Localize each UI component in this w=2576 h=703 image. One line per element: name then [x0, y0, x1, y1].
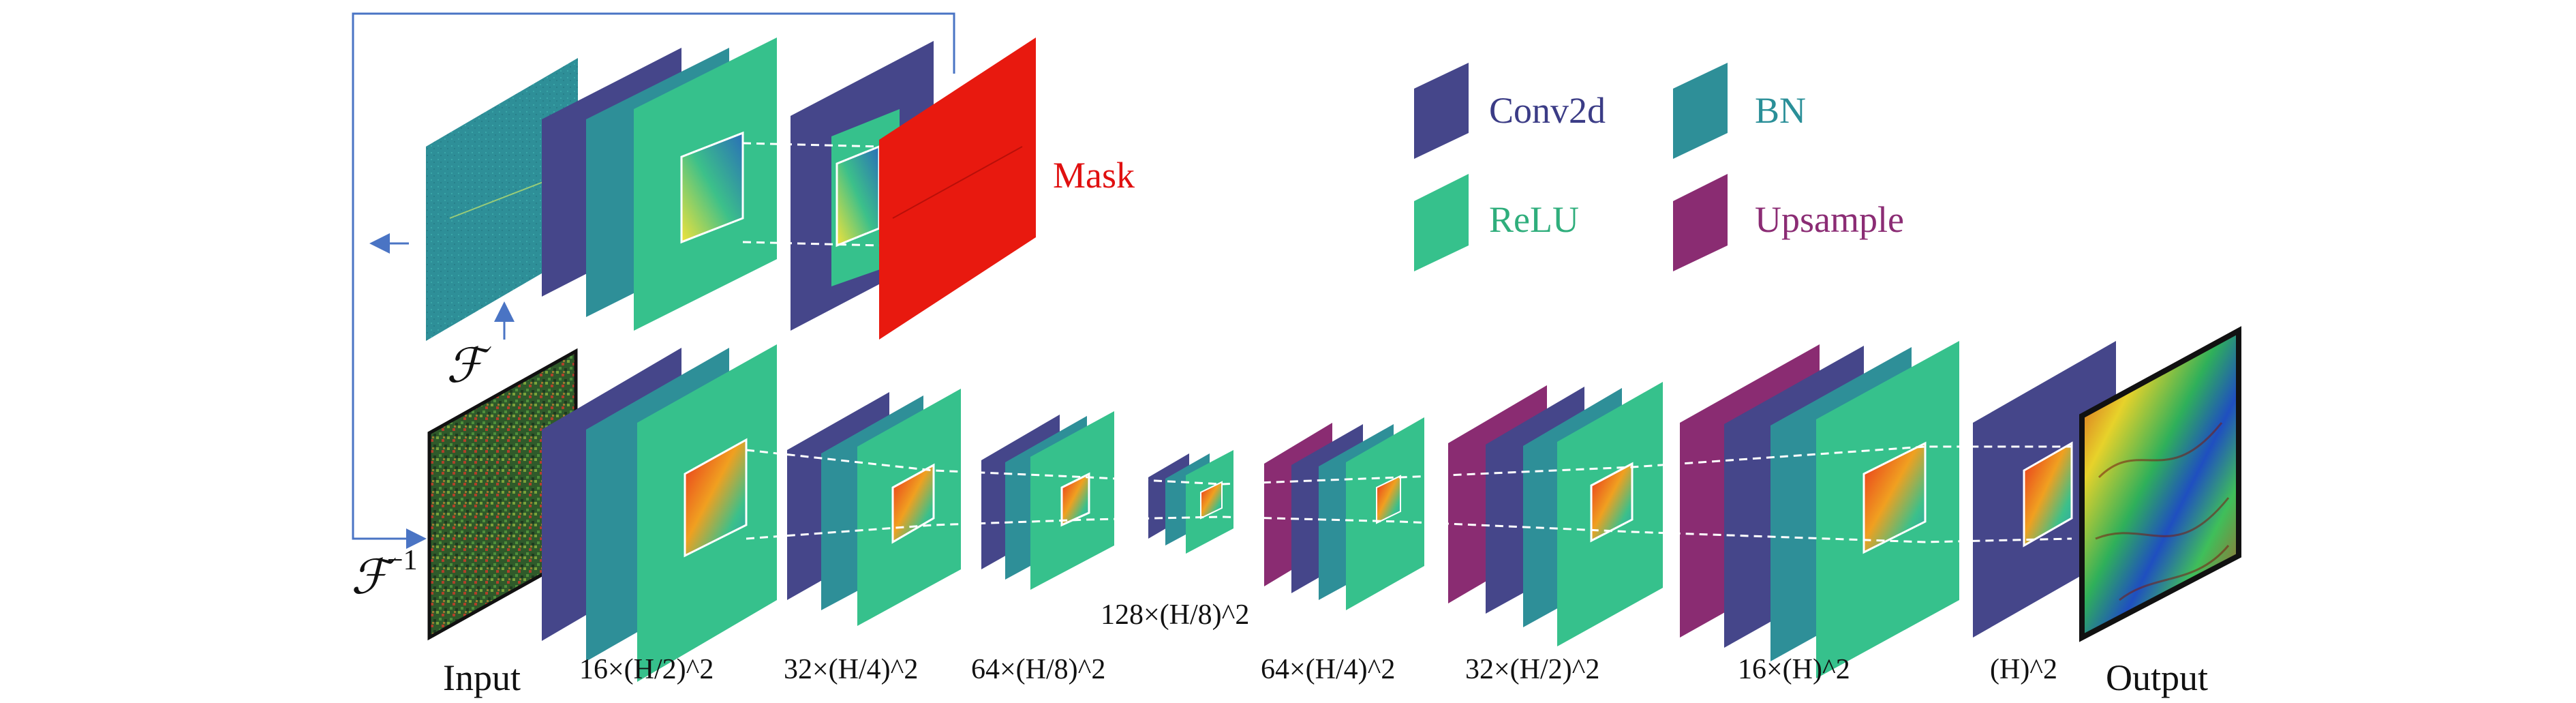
legend-relu-label: ReLU [1489, 199, 1579, 240]
inverse-fourier-label: ℱ −1 [351, 545, 418, 604]
feature-patch-8 [2023, 441, 2073, 548]
legend-upsample-swatch [1673, 174, 1728, 271]
legend-bn-swatch [1673, 63, 1728, 159]
top-branch [426, 38, 1036, 341]
legend-conv2d-label: Conv2d [1489, 90, 1606, 131]
feature-patch-4 [1200, 481, 1223, 520]
main-pipeline [427, 326, 2241, 682]
legend-relu-swatch [1414, 174, 1469, 271]
feature-patch-7 [1862, 441, 1927, 554]
fft-spectrum-panel [426, 58, 578, 341]
mask-panel [879, 38, 1036, 340]
svg-text:−1: −1 [387, 545, 418, 576]
dim-label-4: 128×(H/8)^2 [1101, 599, 1249, 631]
dim-label-7: 16×(H)^2 [1738, 654, 1850, 685]
feature-patch-6 [1590, 462, 1634, 543]
fourier-label: ℱ [446, 340, 491, 393]
dim-label-8: (H)^2 [1990, 654, 2057, 685]
feature-patch-5 [1376, 475, 1401, 524]
dim-label-6: 32×(H/2)^2 [1465, 654, 1599, 685]
input-label: Input [443, 657, 521, 698]
dim-label-1: 16×(H/2)^2 [579, 654, 714, 685]
output-image [2079, 326, 2241, 642]
dim-label-5: 64×(H/4)^2 [1261, 654, 1395, 685]
legend-conv2d-swatch [1414, 63, 1469, 159]
feature-patch-3 [1060, 472, 1090, 527]
dim-label-2: 32×(H/4)^2 [784, 654, 918, 685]
output-texture [2095, 422, 2230, 601]
feature-patch-1 [684, 438, 748, 558]
output-label: Output [2106, 657, 2208, 698]
legend: Conv2d BN ReLU Upsample [1414, 63, 1904, 271]
feature-patch-2 [891, 463, 935, 544]
legend-upsample-label: Upsample [1755, 199, 1904, 240]
dim-label-3: 64×(H/8)^2 [971, 654, 1105, 685]
pipeline-dashes [746, 445, 2072, 543]
mask-label: Mask [1053, 155, 1135, 196]
svg-text:ℱ: ℱ [351, 552, 396, 604]
top-feature-patch [680, 131, 744, 244]
legend-bn-label: BN [1755, 90, 1806, 131]
top-feature-patch-2 [835, 145, 880, 248]
feedback-loop-arrow [352, 12, 955, 549]
